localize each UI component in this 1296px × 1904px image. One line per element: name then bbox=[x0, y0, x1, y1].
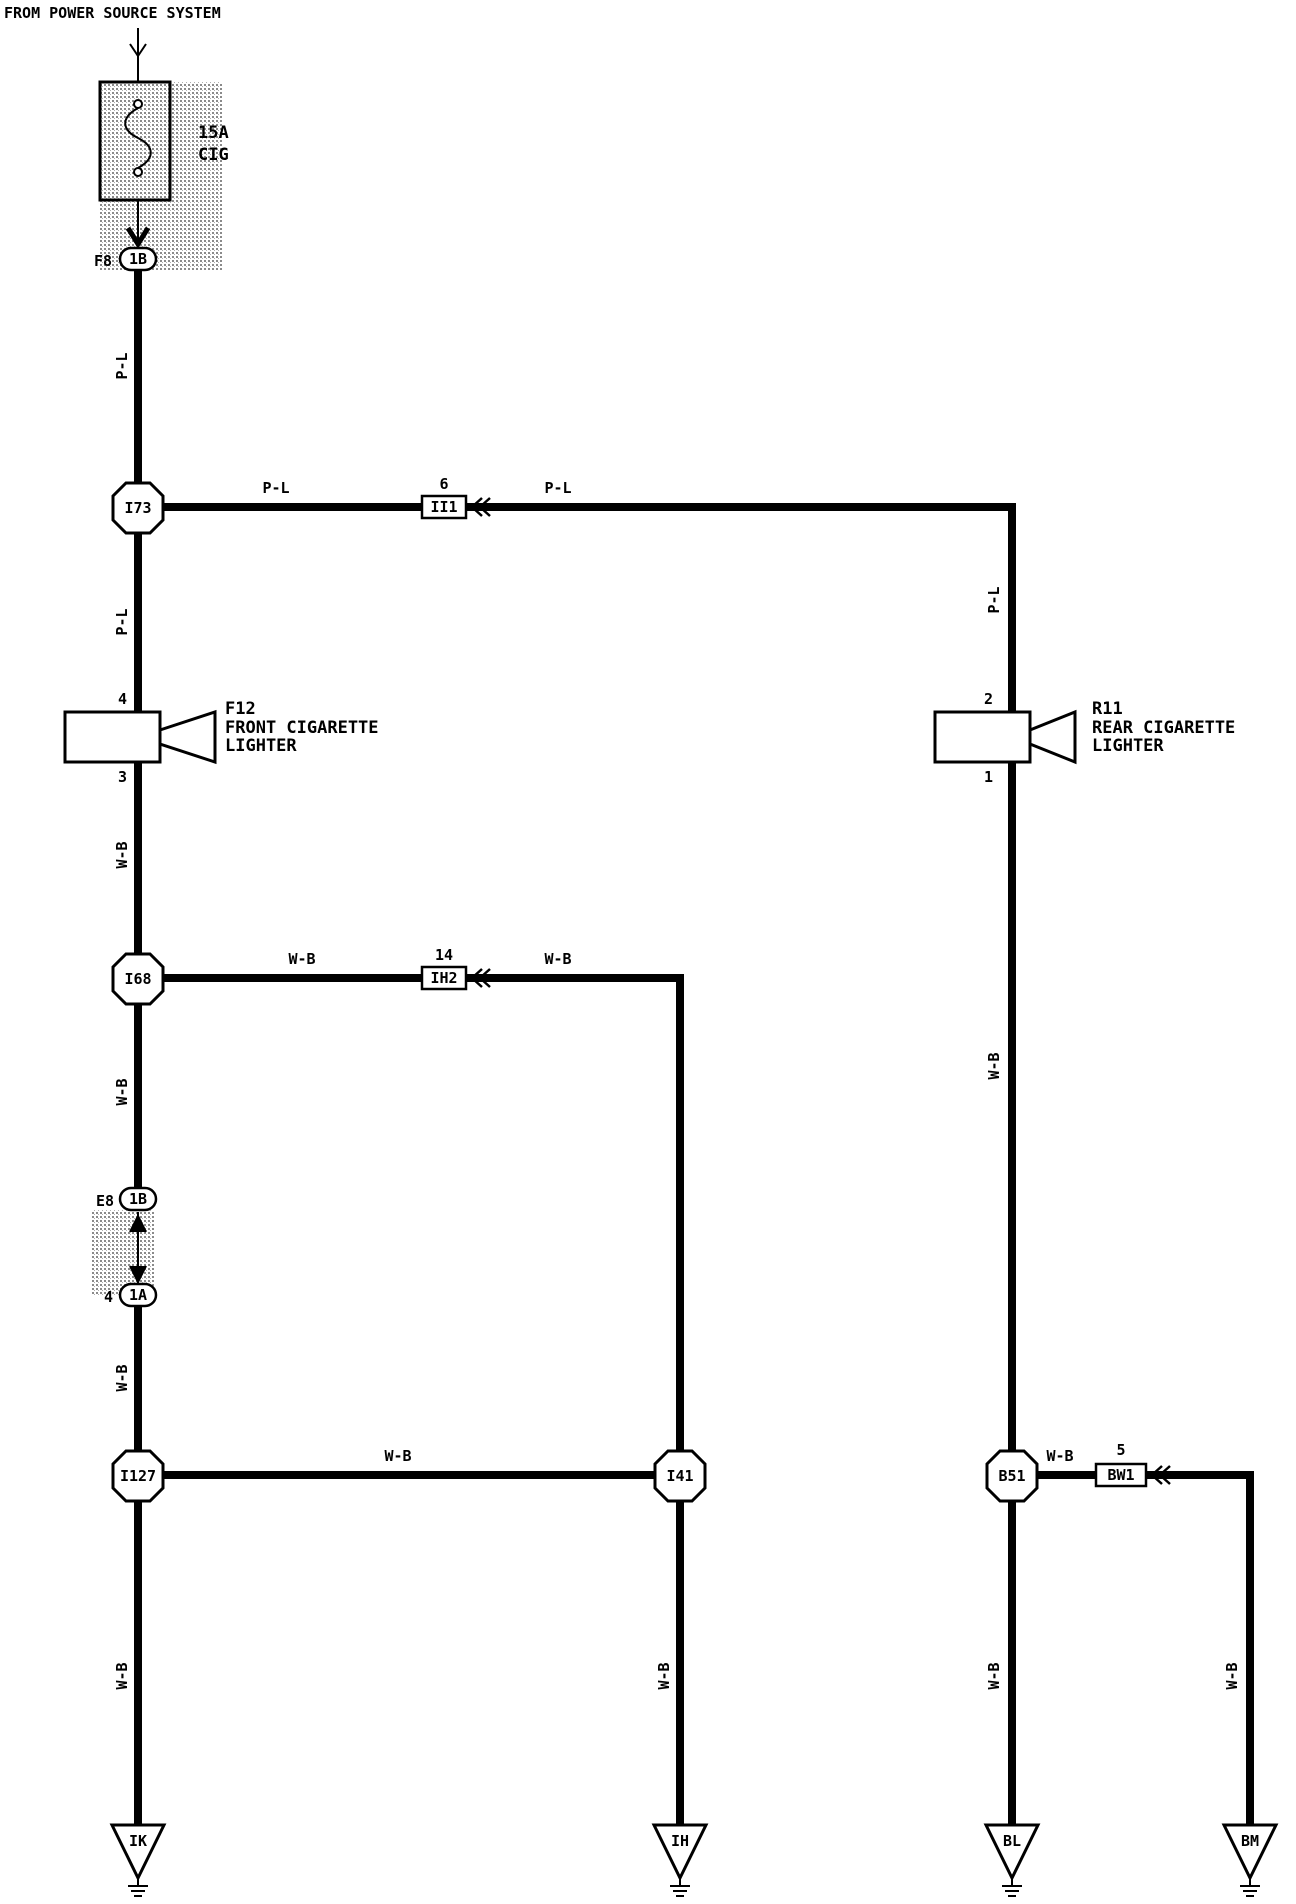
ground-bm: BM bbox=[1221, 1823, 1279, 1897]
inline-ii1-pin: 6 bbox=[439, 475, 448, 493]
junction-i41-label: I41 bbox=[666, 1467, 693, 1485]
a-connector-pin: 1A bbox=[129, 1286, 147, 1304]
wire-label-wb-h3: W-B bbox=[384, 1447, 411, 1465]
fuse-shading bbox=[100, 82, 222, 270]
wire-label-pl-h2: P-L bbox=[544, 479, 571, 497]
wire-label-wb-h1: W-B bbox=[288, 950, 315, 968]
e8-connector-pin: 1B bbox=[129, 1190, 147, 1208]
wire-label-wb-v1: W-B bbox=[113, 841, 131, 868]
junction-i41: I41 bbox=[653, 1449, 707, 1503]
wire-label-wb-v5: W-B bbox=[655, 1662, 673, 1689]
wire-label-pl-v3: P-L bbox=[985, 586, 1003, 613]
wire-label-pl-v2: P-L bbox=[113, 608, 131, 635]
ground-bm-label: BM bbox=[1241, 1832, 1259, 1850]
ground-ih-label: IH bbox=[671, 1832, 689, 1850]
wire-label-pl-h1: P-L bbox=[262, 479, 289, 497]
junction-b51-label: B51 bbox=[998, 1467, 1025, 1485]
inline-connector-ih2: IH2 bbox=[420, 965, 491, 991]
wire-label-wb-v4: W-B bbox=[113, 1662, 131, 1689]
ground-ik: IK bbox=[109, 1823, 167, 1897]
a-connector: 1A bbox=[118, 1282, 158, 1308]
f8-connector: 1B bbox=[118, 246, 158, 272]
wire-i73-to-rear bbox=[138, 503, 1016, 712]
inline-ih2-label: IH2 bbox=[430, 969, 457, 987]
wire-label-wb-v6: W-B bbox=[985, 1052, 1003, 1079]
wire-label-wb-v2: W-B bbox=[113, 1078, 131, 1105]
ground-bl-label: BL bbox=[1003, 1832, 1021, 1850]
e8-connector: 1B bbox=[118, 1186, 158, 1212]
junction-i127: I127 bbox=[111, 1449, 165, 1503]
inline-bw1-pin: 5 bbox=[1116, 1441, 1125, 1459]
wire-label-pl-v1: P-L bbox=[113, 352, 131, 379]
a-connector-pin-no: 4 bbox=[104, 1288, 113, 1306]
inline-bw1-label: BW1 bbox=[1107, 1466, 1134, 1484]
wire-label-wb-h2: W-B bbox=[544, 950, 571, 968]
junction-i73-label: I73 bbox=[124, 499, 151, 517]
junction-i68: I68 bbox=[111, 952, 165, 1006]
fuse-name-label: CIG bbox=[198, 145, 229, 165]
header-label: FROM POWER SOURCE SYSTEM bbox=[4, 4, 221, 22]
inline-connector-ii1: II1 bbox=[420, 494, 491, 520]
rear-pin-bottom: 1 bbox=[984, 768, 993, 786]
ground-ih: IH bbox=[651, 1823, 709, 1897]
f8-connector-ref: F8 bbox=[94, 252, 112, 270]
rear-cigarette-lighter bbox=[933, 709, 1077, 765]
front-name-line2: LIGHTER bbox=[225, 736, 297, 756]
wire-label-wb-v7: W-B bbox=[985, 1662, 1003, 1689]
inline-ih2-pin: 14 bbox=[435, 946, 453, 964]
connector-shading bbox=[92, 1210, 154, 1295]
wire-label-wb-v3: W-B bbox=[113, 1364, 131, 1391]
front-cigarette-lighter bbox=[63, 709, 217, 765]
wire-label-wb-h4: W-B bbox=[1046, 1447, 1073, 1465]
inline-connector-bw1: BW1 bbox=[1094, 1462, 1171, 1488]
front-pin-top: 4 bbox=[118, 690, 127, 708]
rear-ref: R11 bbox=[1092, 699, 1123, 719]
ground-bl: BL bbox=[983, 1823, 1041, 1897]
ground-ik-label: IK bbox=[129, 1832, 147, 1850]
front-name-line1: FRONT CIGARETTE bbox=[225, 718, 379, 738]
front-ref: F12 bbox=[225, 699, 256, 719]
e8-connector-ref: E8 bbox=[96, 1192, 114, 1210]
fuse-output-arrow bbox=[125, 200, 151, 250]
inline-ii1-label: II1 bbox=[430, 498, 457, 516]
wire-b51-to-ground-bm bbox=[1012, 1471, 1254, 1825]
front-pin-bottom: 3 bbox=[118, 768, 127, 786]
wire-label-wb-v8: W-B bbox=[1223, 1662, 1241, 1689]
wire-i68-to-i41 bbox=[138, 974, 684, 1475]
fuse-15a-cig bbox=[98, 80, 172, 202]
fuse-amps-label: 15A bbox=[198, 123, 229, 143]
rear-pin-top: 2 bbox=[984, 690, 993, 708]
junction-b51: B51 bbox=[985, 1449, 1039, 1503]
junction-i68-label: I68 bbox=[124, 970, 151, 988]
f8-connector-pin: 1B bbox=[129, 250, 147, 268]
rear-name-line1: REAR CIGARETTE bbox=[1092, 718, 1235, 738]
mating-arrow bbox=[129, 1212, 147, 1286]
rear-name-line2: LIGHTER bbox=[1092, 736, 1164, 756]
junction-i127-label: I127 bbox=[120, 1467, 156, 1485]
junction-i73: I73 bbox=[111, 481, 165, 535]
power-input-arrow bbox=[129, 28, 147, 82]
